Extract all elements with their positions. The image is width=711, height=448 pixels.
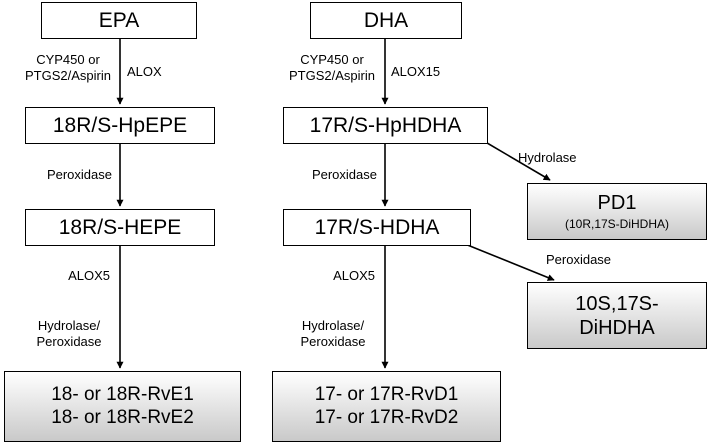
node-dha: DHA <box>310 2 462 39</box>
label-dha-final: Hydrolase/ Peroxidase <box>290 318 376 351</box>
node-rvd-line1: 17- or 17R-RvD1 <box>314 383 459 405</box>
label-epa-enzyme2: ALOX <box>127 64 162 79</box>
label-epa-final: Hydrolase/ Peroxidase <box>26 318 112 351</box>
node-pd1-label: PD1 <box>597 192 637 215</box>
label-dha-enzyme1-line2: PTGS2/Aspirin <box>289 68 375 84</box>
node-hepe-label: 18R/S-HEPE <box>58 215 182 239</box>
label-dha-peroxidase: Peroxidase <box>311 167 377 182</box>
node-hepe: 18R/S-HEPE <box>25 209 215 246</box>
node-hphdha-label: 17R/S-HpHDHA <box>309 113 462 137</box>
label-dha-enzyme1-line1: CYP450 or <box>300 52 364 67</box>
node-rve: 18- or 18R-RvE1 18- or 18R-RvE2 <box>4 371 241 442</box>
label-epa-final-line2: Peroxidase <box>36 334 102 350</box>
node-epa-label: EPA <box>98 8 140 32</box>
node-rve-line2: 18- or 18R-RvE2 <box>51 406 194 428</box>
node-dha-label: DHA <box>363 8 409 32</box>
label-dha-enzyme2: ALOX15 <box>391 64 441 79</box>
node-hdha: 17R/S-HDHA <box>283 209 471 246</box>
label-dha-final-line2: Peroxidase <box>300 334 366 350</box>
node-dihdha-line2: DiHDHA <box>579 316 655 339</box>
node-rvd-line2: 17- or 17R-RvD2 <box>314 406 459 428</box>
node-rve-line1: 18- or 18R-RvE1 <box>51 383 194 405</box>
arrow-hdha-to-dihdha <box>464 243 555 281</box>
node-hpepe-label: 18R/S-HpEPE <box>52 113 188 137</box>
label-dha-final-line1: Hydrolase/ <box>301 318 365 333</box>
label-epa-enzyme1-line1: CYP450 or <box>36 52 100 67</box>
node-dihdha-line1: 10S,17S- <box>575 292 659 315</box>
node-hphdha: 17R/S-HpHDHA <box>283 107 488 144</box>
node-pd1-sublabel: (10R,17S-DiHDHA) <box>564 217 670 232</box>
label-dha-peroxidase2: Peroxidase <box>546 252 612 267</box>
node-dihdha: 10S,17S- DiHDHA <box>527 282 707 349</box>
label-epa-enzyme1: CYP450 or PTGS2/Aspirin <box>20 52 116 85</box>
node-hpepe: 18R/S-HpEPE <box>25 107 215 144</box>
node-hdha-label: 17R/S-HDHA <box>314 215 440 239</box>
label-dha-alox5: ALOX5 <box>333 268 375 283</box>
label-epa-enzyme1-line2: PTGS2/Aspirin <box>25 68 111 84</box>
node-epa: EPA <box>41 2 197 39</box>
label-epa-alox5: ALOX5 <box>68 268 110 283</box>
node-rvd: 17- or 17R-RvD1 17- or 17R-RvD2 <box>272 371 501 442</box>
arrow-hphdha-to-pd1 <box>481 139 551 181</box>
node-pd1: PD1 (10R,17S-DiHDHA) <box>527 183 707 240</box>
label-dha-enzyme1: CYP450 or PTGS2/Aspirin <box>284 52 380 85</box>
label-epa-final-line1: Hydrolase/ <box>37 318 101 333</box>
label-dha-hydrolase: Hydrolase <box>518 150 577 165</box>
label-epa-peroxidase: Peroxidase <box>46 167 112 182</box>
